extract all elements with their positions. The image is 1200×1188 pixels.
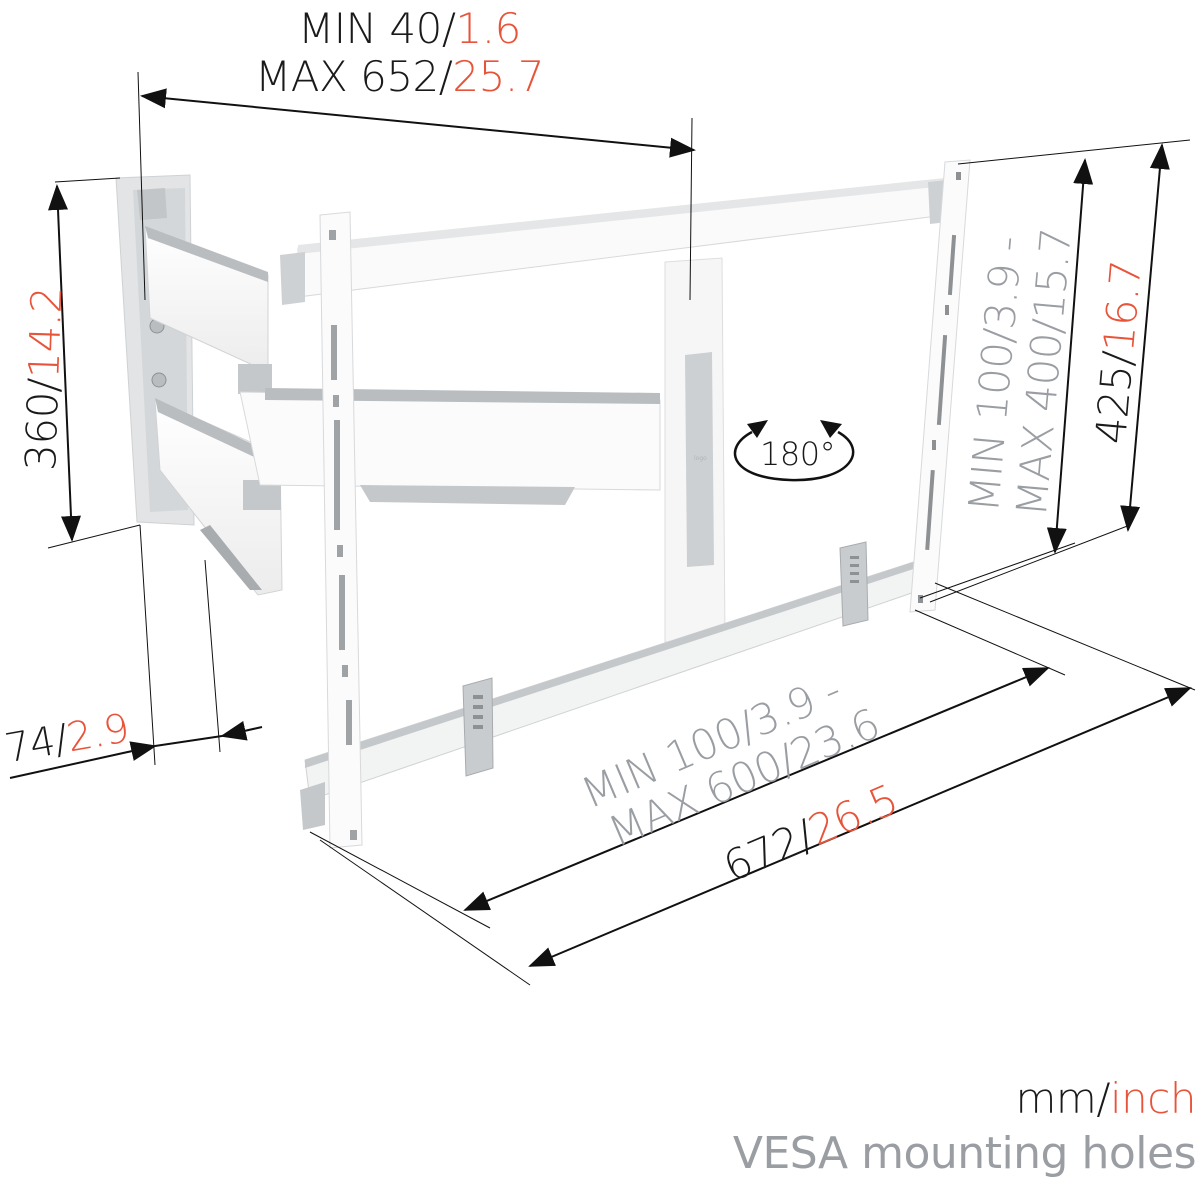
vesa-legend: VESA mounting holes [733,1132,1197,1176]
rotation-value: 180° [760,435,836,473]
dimension-lines [9,71,1196,986]
units-imperial: inch [1110,1074,1197,1123]
wall-distance-max-inch: 25.7 [452,52,544,101]
units-metric: mm/ [1015,1074,1111,1123]
wall-plate-height-label: 360/14.2 [16,286,72,471]
center-plate: logo [664,257,726,643]
rotation-180-icon [733,420,855,482]
wall-distance-min-inch: 1.6 [455,4,522,53]
units-legend: mm/inch [1016,1078,1197,1120]
vesa-note: VESA mounting holes [732,1128,1197,1179]
wall-plate-height-inch: 14.2 [19,286,72,380]
rotation-label: 180° [760,435,836,473]
wall-distance-min-mm: MIN 40/ [298,4,456,53]
wall-distance-min-label: MIN 40/1.6 [298,8,521,50]
wall-distance-max-label: MAX 652/25.7 [255,56,544,98]
bolt-icon [151,372,167,388]
wall-distance-max-mm: MAX 652/ [255,52,453,101]
wall-plate-height-mm: 360/ [16,377,69,472]
frame-height-mm: 425/ [1086,349,1143,446]
vesa-clip [839,541,869,627]
top-rail [280,178,948,305]
left-upright [319,211,363,849]
svg-text:logo: logo [694,455,707,462]
right-upright [909,159,971,613]
frame-height-inch: 16.7 [1094,258,1151,354]
